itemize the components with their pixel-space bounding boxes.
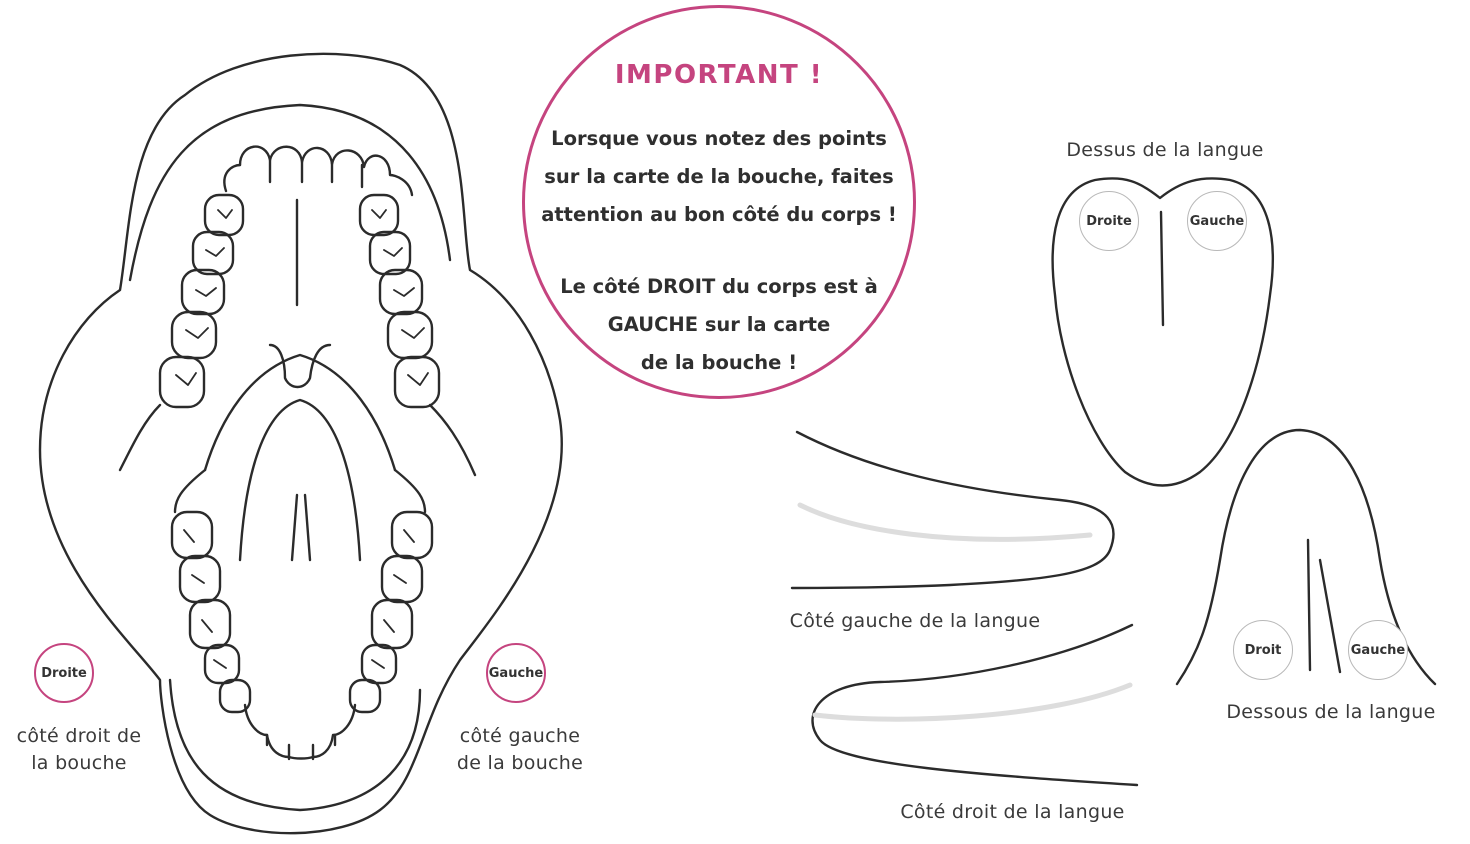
notice-line: Le côté DROIT du corps est à <box>525 268 913 306</box>
upper-teeth <box>160 147 439 407</box>
cheek-line-right <box>120 405 160 470</box>
notice-line: attention au bon côté du corps ! <box>525 196 913 234</box>
tongue-top-title: Dessus de la langue <box>1040 137 1290 164</box>
uvula <box>270 345 330 387</box>
tongue-top-right-badge: Droite <box>1079 191 1139 251</box>
tongue-under-right-badge: Droit <box>1233 620 1293 680</box>
lower-gum-left <box>395 470 425 512</box>
frenulum-left <box>1308 540 1310 670</box>
tongue-centre-line <box>292 495 310 560</box>
frenulum-right <box>1320 560 1340 672</box>
cheek-line-left <box>430 405 475 475</box>
caption-line: côté droit de <box>0 723 158 750</box>
mouth-right-caption: côté droit de la bouche <box>0 723 158 777</box>
tongue-right-side-outline <box>813 625 1138 785</box>
lower-teeth <box>172 512 432 759</box>
caption-line: la bouche <box>0 750 158 777</box>
tongue-under-title: Dessous de la langue <box>1200 699 1462 726</box>
notice-line: GAUCHE sur la carte <box>525 306 913 344</box>
tongue-under-left-badge: Gauche <box>1348 620 1408 680</box>
lower-lip-line <box>170 680 420 810</box>
notice-line: de la bouche ! <box>525 344 913 382</box>
notice-line: sur la carte de la bouche, faites <box>525 158 913 196</box>
tongue-left-side-caption: Côté gauche de la langue <box>760 608 1070 635</box>
notice-line: Lorsque vous notez des points <box>525 120 913 158</box>
upper-lip-line <box>130 105 450 280</box>
notice-title: IMPORTANT ! <box>525 60 913 90</box>
tongue-left-side-outline <box>792 432 1113 588</box>
tongue-outline <box>240 400 360 560</box>
tongue-right-side-shade <box>815 685 1130 719</box>
lower-gum-right <box>175 470 205 512</box>
tongue-top-midline <box>1161 212 1163 325</box>
important-notice: IMPORTANT ! Lorsque vous notez des point… <box>522 5 916 399</box>
mouth-left-caption: côté gauche de la bouche <box>440 723 600 777</box>
throat-arch-outer <box>205 355 395 470</box>
caption-line: côté gauche <box>440 723 600 750</box>
mouth-left-badge: Gauche <box>486 643 546 703</box>
tongue-left-side-shade <box>800 505 1090 539</box>
caption-line: de la bouche <box>440 750 600 777</box>
mouth-right-badge: Droite <box>34 643 94 703</box>
tongue-top-left-badge: Gauche <box>1187 191 1247 251</box>
tongue-right-side-caption: Côté droit de la langue <box>860 799 1165 826</box>
